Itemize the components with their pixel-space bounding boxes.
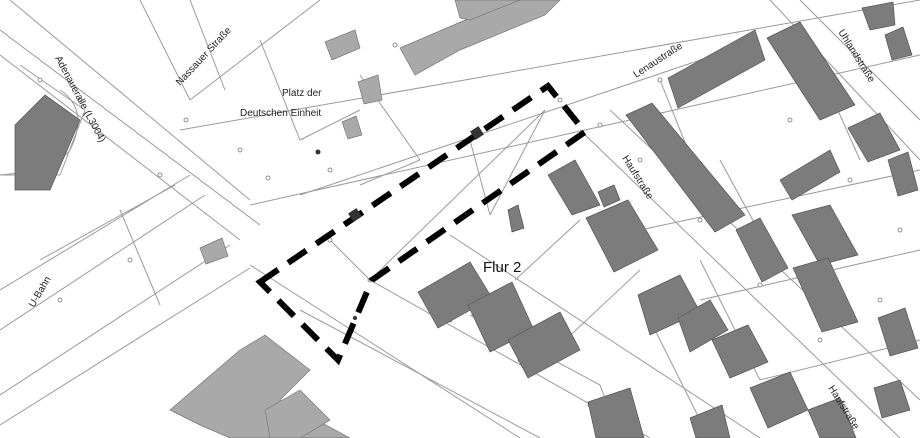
place-label-line1: Platz der [282, 88, 322, 99]
building [341, 115, 363, 140]
building [507, 204, 525, 233]
building [711, 324, 769, 379]
building [585, 199, 659, 273]
building [735, 217, 789, 283]
building [677, 299, 729, 353]
building [807, 397, 857, 438]
ubahn-label: U-Bahn [27, 275, 53, 310]
building [324, 29, 361, 61]
building [199, 237, 229, 265]
buildings-light [169, 0, 561, 438]
building [14, 94, 81, 191]
building [667, 29, 766, 109]
flur-boundary [255, 81, 590, 366]
building [861, 1, 896, 31]
street-label-haufstrasse: Haufstraße [619, 154, 655, 202]
building [847, 112, 901, 163]
buildings-dark [14, 1, 919, 438]
building [264, 389, 331, 438]
building [454, 0, 521, 21]
building [792, 257, 859, 333]
flur-label: Flur 2 [483, 259, 521, 276]
building [791, 204, 859, 266]
building [357, 74, 383, 105]
survey-points [37, 42, 903, 408]
building [766, 21, 856, 121]
building [597, 184, 621, 208]
building [507, 311, 581, 379]
building [547, 159, 601, 216]
building [877, 307, 919, 357]
street-label-nassauer: Nassauer Straße [174, 25, 234, 88]
building [169, 334, 351, 438]
building [887, 151, 919, 197]
boundary-markers [315, 126, 484, 320]
building [779, 149, 841, 201]
building [749, 371, 809, 429]
building [884, 26, 913, 61]
place-label-line2: Deutschen Einheit [240, 108, 321, 119]
building [625, 102, 746, 233]
building [587, 387, 645, 438]
building [689, 404, 731, 438]
building [873, 379, 911, 419]
